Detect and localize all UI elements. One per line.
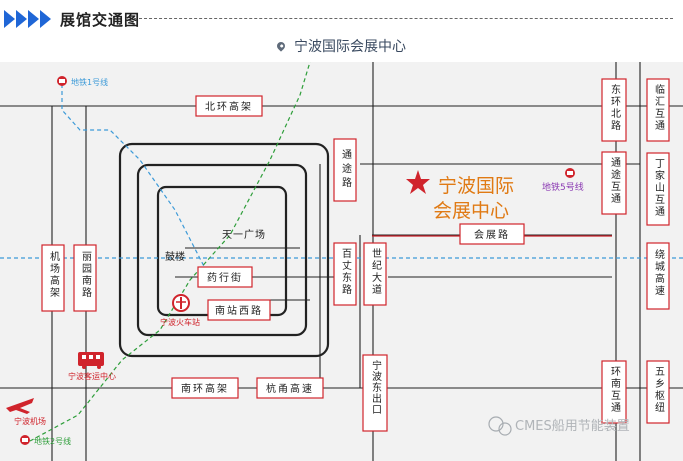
- road-label-raocheng: 绕城高速: [653, 248, 665, 297]
- road-label-wuxiang: 五乡枢纽: [653, 366, 665, 414]
- chevron-icon: [40, 10, 51, 28]
- road-label-linjiang: 临汇互通: [653, 83, 665, 132]
- location-pin-icon: [275, 40, 287, 52]
- road-label-nanzhan-west: 南站西路: [215, 304, 263, 317]
- road-label-east-exit: 宁波东出口: [370, 359, 382, 415]
- section-header: 展馆交通图: [0, 0, 683, 36]
- road-label-jichang: 机场高架: [48, 250, 60, 299]
- road-label-yaohang: 药行街: [207, 271, 243, 284]
- outer-ring: [118, 142, 330, 358]
- road-label-north-ring: 北环高架: [205, 100, 253, 113]
- airplane-icon: [6, 398, 34, 414]
- road-label-baizhang: 百丈东路: [340, 248, 352, 296]
- bus-icon: [78, 352, 104, 369]
- place-bus-center: 宁波客运中心: [68, 371, 116, 381]
- place-tianyi: 天一广场: [222, 228, 266, 241]
- train-station-icon: [172, 294, 190, 312]
- metro-icon: [565, 168, 575, 178]
- metro-line-2: [29, 62, 311, 442]
- road-label-dingjiashan: 丁家山互通: [653, 158, 665, 218]
- place-train-station: 宁波火车站: [160, 317, 200, 327]
- vertical-road-labels: 通途路 百丈东路 世纪大道 机场高架 丽园南路 东环北路 通途互通 临汇互通 丁…: [41, 78, 670, 432]
- metro-label-5: 地铁5号线: [542, 181, 584, 193]
- chevron-icon: [28, 10, 39, 28]
- road-label-hangyong: 杭甬高速: [266, 382, 314, 395]
- wechat-icon: [488, 416, 512, 436]
- road-label-south-ring: 南环高架: [181, 382, 229, 395]
- location-name: 宁波国际会展中心: [294, 39, 406, 55]
- chevron-icon: [4, 10, 15, 28]
- venue-name-line1: 宁波国际: [438, 175, 514, 197]
- road-label-huannan: 环南互通: [609, 366, 621, 414]
- metro-icon: [57, 76, 67, 86]
- section-title: 展馆交通图: [60, 11, 141, 29]
- location-line: 宁波国际会展中心: [0, 36, 683, 56]
- traffic-map: 北环高架 南环高架 杭甬高速 会展路 药行街 南站西路 通途路 百丈东路 世纪大…: [0, 62, 683, 461]
- metro-label-2: 地铁2号线: [34, 436, 71, 446]
- watermark-text: CMES船用节能装置: [515, 419, 630, 434]
- road-label-tongtu-hutong: 通途互通: [609, 157, 621, 205]
- road-label-dongfu: 东环北路: [609, 83, 621, 132]
- road-labels: 北环高架 南环高架 杭甬高速 会展路 药行街 南站西路: [171, 95, 525, 399]
- middle-ring: [136, 163, 308, 337]
- place-gulou: 鼓楼: [165, 250, 185, 263]
- road-label-huizhan: 会展路: [474, 228, 510, 241]
- metro-label-1: 地铁1号线: [71, 77, 108, 87]
- star-icon: [406, 170, 430, 194]
- header-divider: [134, 18, 673, 19]
- metro-icon: [20, 435, 30, 445]
- venue-name-line2: 会展中心: [433, 200, 509, 222]
- place-airport: 宁波机场: [14, 416, 46, 426]
- road-label-tongtu: 通途路: [340, 149, 352, 191]
- road-label-shiji: 世纪大道: [370, 248, 382, 296]
- road-label-liyuan: 丽园南路: [80, 251, 92, 299]
- chevron-icon: [16, 10, 27, 28]
